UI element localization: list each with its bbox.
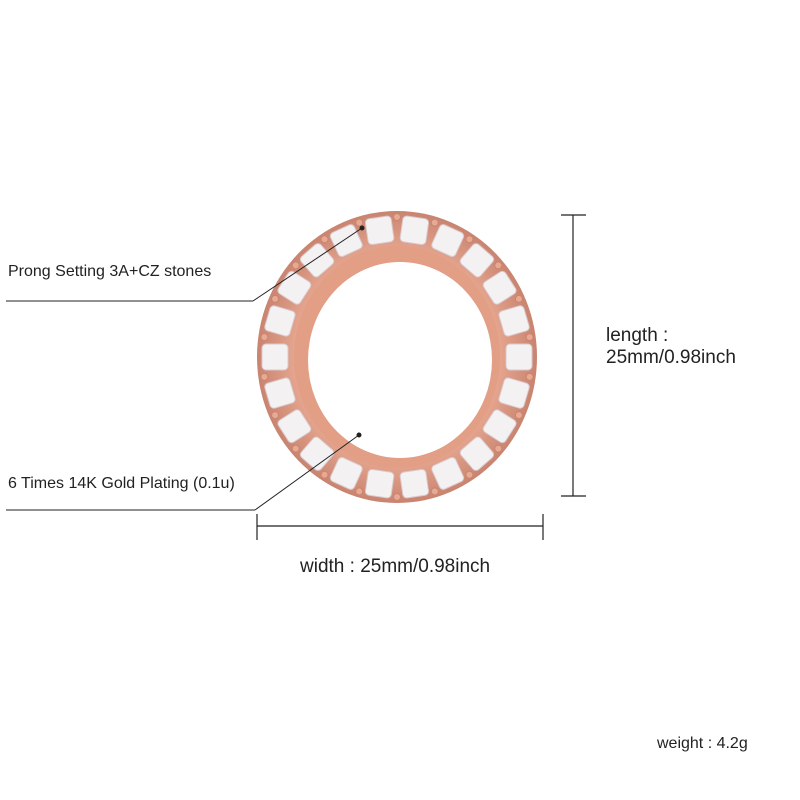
prong [494, 261, 503, 270]
prong [355, 218, 364, 227]
weight-label: weight : 4.2g [657, 735, 748, 752]
stone [264, 377, 296, 409]
stone [431, 457, 465, 490]
stone [264, 305, 296, 337]
prong [514, 294, 523, 303]
plating-label: 6 Times 14K Gold Plating (0.1u) [8, 475, 235, 492]
stone [261, 343, 289, 371]
stones-group [260, 213, 534, 501]
stone [277, 409, 312, 444]
prong [260, 333, 269, 342]
prong [271, 294, 280, 303]
prong-setting-label: Prong Setting 3A+CZ stones [8, 263, 212, 280]
stone [399, 215, 430, 245]
prong-leader-line [6, 225, 365, 302]
prong [430, 487, 439, 496]
ring-hole [308, 262, 492, 458]
prong [393, 213, 401, 221]
prong [393, 493, 401, 501]
stone [505, 343, 533, 371]
stone [329, 457, 363, 490]
prong [525, 333, 534, 342]
prong [291, 444, 300, 453]
stone [482, 270, 517, 305]
prong [465, 235, 474, 244]
prong [291, 261, 300, 270]
prong [355, 487, 364, 496]
length-dimension [561, 214, 586, 497]
length-value: 25mm/0.98inch [606, 347, 736, 368]
prong [430, 218, 439, 227]
prong [494, 444, 503, 453]
width-dimension [256, 514, 544, 540]
length-label: length : [606, 325, 669, 346]
prong [514, 411, 523, 420]
stone [498, 377, 530, 409]
stone [482, 409, 517, 444]
stone [364, 215, 395, 245]
prong [320, 235, 329, 244]
stone [399, 469, 430, 499]
width-label: width : 25mm/0.98inch [300, 556, 491, 577]
stone [459, 436, 495, 471]
stone [459, 243, 495, 278]
stone [431, 224, 465, 257]
prong [525, 372, 534, 381]
prong [271, 411, 280, 420]
stone [364, 469, 395, 499]
stone [498, 305, 530, 337]
stone [299, 436, 335, 471]
prong [320, 470, 329, 479]
plating-leader-line [6, 432, 362, 511]
prong [260, 372, 269, 381]
prong [465, 470, 474, 479]
ring-icon [257, 211, 537, 503]
